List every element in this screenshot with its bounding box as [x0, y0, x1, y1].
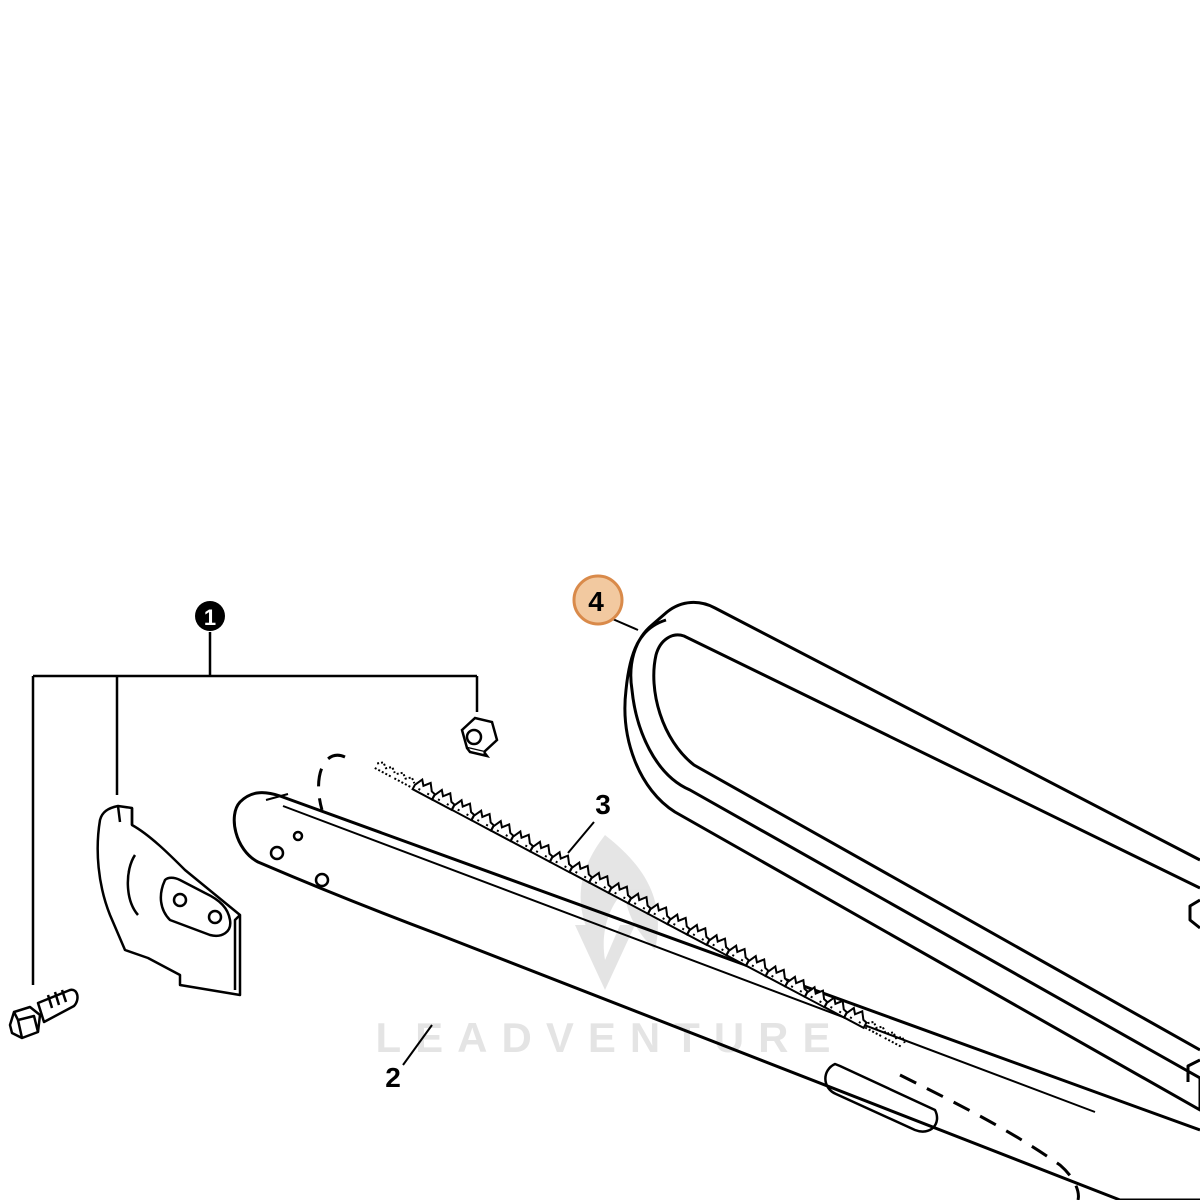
chain-link [884, 1031, 906, 1049]
callout-3-leader [567, 821, 595, 854]
chain-link [411, 777, 437, 801]
chain-link [374, 761, 396, 779]
chain-link [864, 1020, 887, 1038]
chain-link [568, 860, 594, 884]
watermark-text: LEADVENTURE [375, 1014, 844, 1061]
callout-2-label: 2 [385, 1062, 401, 1093]
chain-link [685, 923, 711, 947]
guide-bar[interactable] [232, 791, 1200, 1200]
chain-link [725, 943, 751, 967]
callout-2[interactable]: 2 [385, 1024, 433, 1093]
nut[interactable] [460, 716, 499, 759]
chain-links [374, 761, 906, 1049]
bolt[interactable] [8, 988, 79, 1040]
chain-link [450, 798, 476, 822]
chain-guide-plate[interactable] [96, 804, 242, 997]
callout-4-badge [572, 574, 624, 626]
callout-4-label: 4 [588, 586, 604, 617]
watermark-logo [575, 835, 658, 990]
chain-link [666, 912, 692, 936]
chain-link [607, 881, 633, 905]
saw-chain[interactable] [317, 753, 1080, 1200]
chain-link [509, 829, 535, 853]
chain-link [705, 933, 731, 957]
callout-1-badge [195, 601, 225, 631]
bar-hole-large [314, 872, 330, 888]
chain-link [393, 771, 416, 789]
chain-link [646, 902, 672, 926]
bar-hole-small [292, 830, 304, 842]
chain-link [548, 850, 574, 874]
chain-link [587, 871, 613, 895]
callout-3[interactable]: 3 [567, 789, 611, 854]
bar-hole-medium [269, 845, 285, 861]
chain-link [764, 964, 790, 988]
callout-1[interactable]: 1 [31, 601, 479, 985]
callout-1-label: 1 [204, 605, 216, 630]
fastener-set [8, 716, 499, 1040]
chain-link [489, 819, 515, 843]
callout-1-leader [31, 632, 479, 985]
chain-link [744, 954, 770, 978]
watermark: LEADVENTURE [375, 835, 844, 1061]
callout-4[interactable]: 4 [572, 574, 639, 631]
chain-link [842, 1006, 868, 1030]
chain-link [783, 975, 809, 999]
chain-link [430, 788, 456, 812]
bar-cover[interactable] [623, 601, 1200, 1112]
chain-link [627, 892, 652, 916]
chain-link [528, 840, 554, 864]
chain-link [803, 985, 829, 1009]
callout-2-leader [402, 1024, 433, 1066]
chain-link [823, 995, 849, 1019]
callout-3-label: 3 [595, 789, 611, 820]
chain-link [470, 808, 496, 832]
